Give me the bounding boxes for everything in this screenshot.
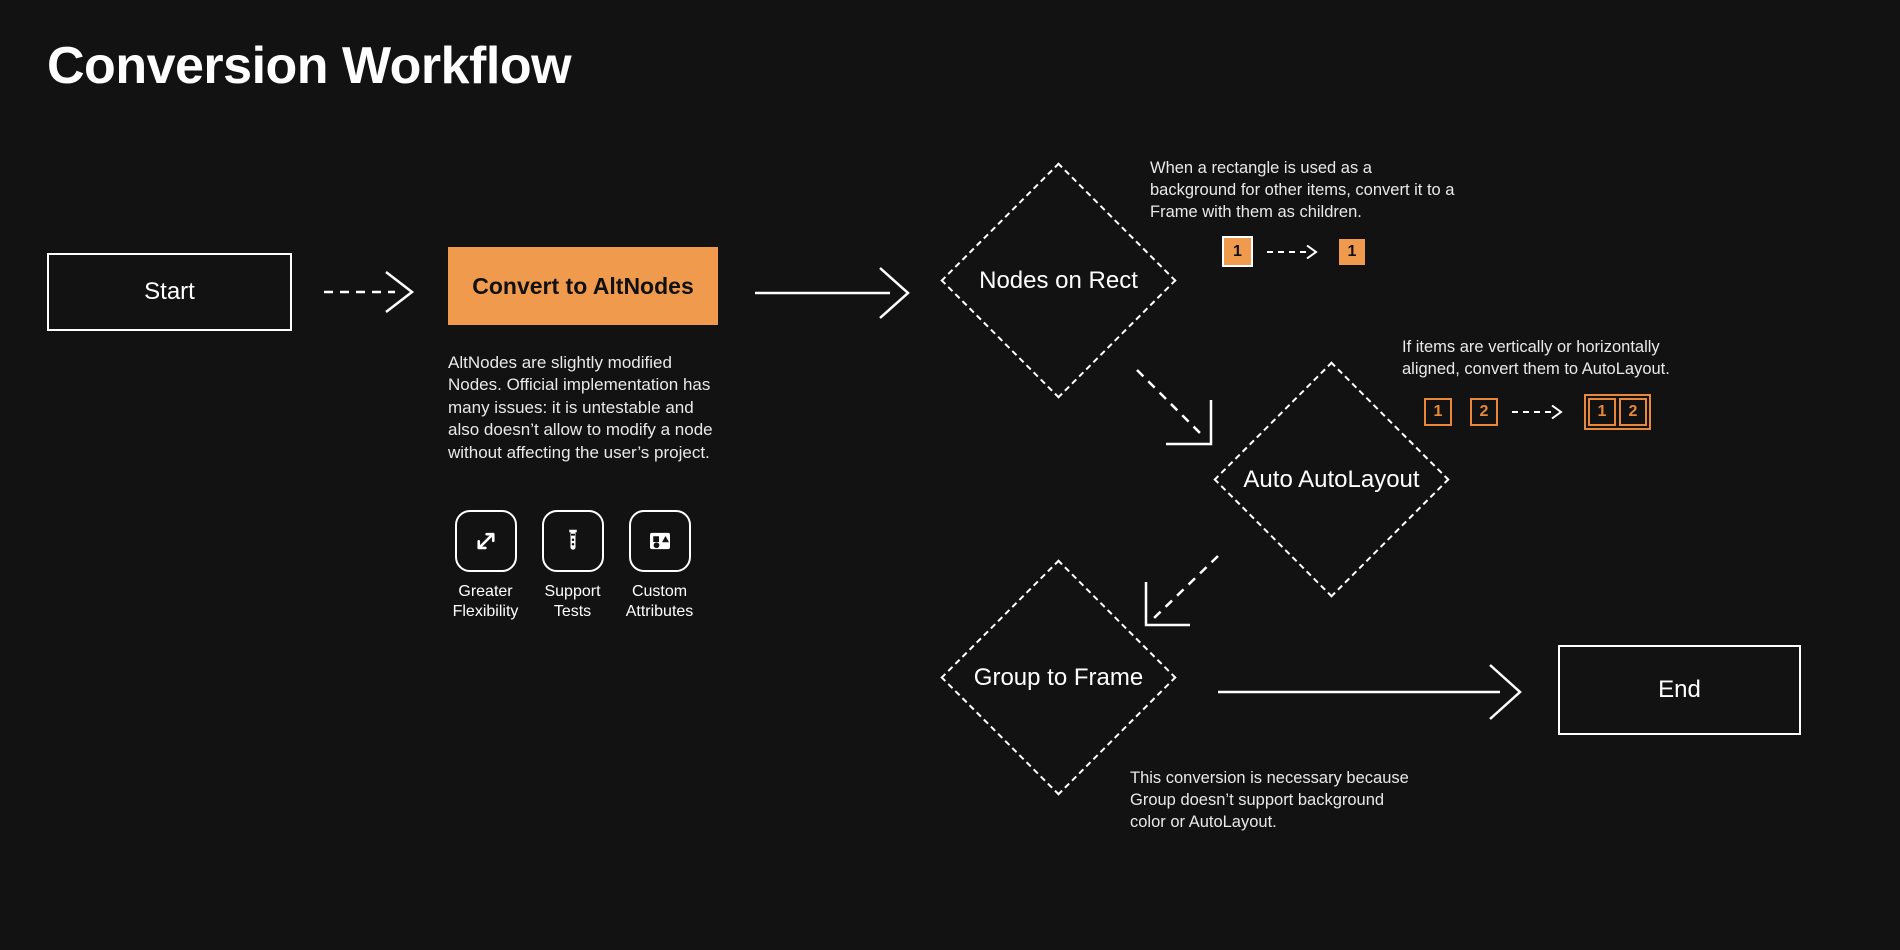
feature-support-tests[interactable]: Support Tests [539,510,606,622]
expand-arrows-icon [476,532,495,550]
edge-start-to-convert [324,271,415,313]
convert-description: AltNodes are slightly modified Nodes. Of… [448,353,713,462]
badge-after-2: 2 [1619,398,1647,426]
badge-before-1: 1 [1424,398,1452,426]
badge-after-1: 1 [1588,398,1616,426]
badge-demo-auto-autolayout: 1 2 1 2 [1424,394,1651,430]
feature-tile [454,510,517,572]
feature-label: Greater Flexibility [452,583,519,620]
node-convert-to-altnodes[interactable]: Convert to AltNodes [448,247,718,325]
edge-convert-to-nodesonrect [755,267,910,319]
feature-custom-attributes[interactable]: Custom Attributes [626,510,693,622]
feature-list: Greater Flexibility Support Tests [452,510,693,622]
badge-before-2: 2 [1470,398,1498,426]
feature-greater-flexibility[interactable]: Greater Flexibility [452,510,519,622]
node-nodes-on-rect-label: Nodes on Rect [979,266,1138,294]
feature-tile [541,510,604,572]
edge-autoautolayout-to-grouptoframe [1144,555,1219,627]
node-end[interactable]: End [1558,645,1801,735]
feature-label: Support Tests [544,583,601,620]
node-nodes-on-rect[interactable]: Nodes on Rect [940,162,1177,399]
node-auto-autolayout[interactable]: Auto AutoLayout [1213,361,1450,598]
node-group-to-frame-label: Group to Frame [973,663,1144,691]
badge-before: 1 [1222,236,1253,267]
node-start-label: Start [144,278,195,305]
node-auto-autolayout-label: Auto AutoLayout [1243,465,1420,493]
badge-after: 1 [1339,238,1365,265]
annotation-nodes-on-rect: When a rectangle is used as a background… [1150,159,1455,221]
edge-grouptoframe-to-end [1218,664,1522,720]
test-tube-icon [568,529,577,550]
transform-arrow-icon [1512,405,1563,419]
edge-nodesonrect-to-autoautolayout [1136,369,1213,446]
badge-group-after: 1 2 [1584,394,1651,430]
node-group-to-frame[interactable]: Group to Frame [940,559,1177,796]
annotation-auto-autolayout: If items are vertically or horizontally … [1402,338,1670,378]
node-start[interactable]: Start [47,253,292,331]
annotation-group-to-frame: This conversion is necessary because Gro… [1130,769,1409,831]
shapes-icon [649,532,670,550]
feature-label: Custom Attributes [625,583,694,620]
feature-tile [628,510,691,572]
page-title: Conversion Workflow [47,37,572,95]
transform-arrow-icon [1267,244,1318,259]
node-end-label: End [1658,676,1701,703]
node-convert-label: Convert to AltNodes [472,272,694,299]
badge-demo-nodes-on-rect: 1 1 [1222,236,1365,267]
badge-spacer [1456,398,1466,426]
badge-group-before: 1 2 [1424,398,1498,426]
